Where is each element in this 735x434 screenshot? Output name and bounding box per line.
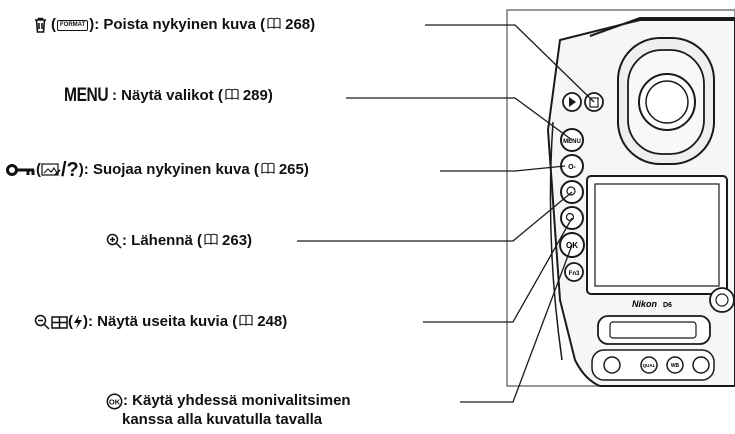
book-icon (261, 160, 275, 180)
callout-ok-line2: kanssa alla kuvatulla tavalla (122, 411, 322, 428)
zoom-in-icon (106, 233, 122, 249)
ok-icon: OK (106, 393, 123, 410)
leader-thumbnail (423, 218, 572, 322)
menu-symbol: MENU (64, 86, 108, 106)
zoom-out-thumbnail-icon (34, 314, 68, 330)
format-icon: FORMAT (57, 20, 88, 31)
retouch-icon (41, 163, 61, 177)
leader-protect (440, 166, 565, 171)
callout-zoom-in: : Lähennä ( 263 ) (106, 231, 252, 251)
leader-delete (425, 25, 594, 102)
callout-thumbnail: ( ): Näytä useita kuvia ( 248 ) (34, 312, 287, 332)
callout-protect: ( /? ): Suojaa nykyinen kuva ( 265 ) (6, 160, 309, 180)
callout-delete: ( FORMAT ): Poista nykyinen kuva ( 268 ) (34, 15, 315, 35)
book-icon (204, 231, 218, 251)
book-icon (239, 312, 253, 332)
key-icon (6, 162, 36, 178)
book-icon (267, 15, 281, 35)
leader-menu (346, 98, 572, 140)
book-icon (225, 86, 239, 106)
trash-icon (34, 17, 47, 33)
callout-menu: MENU : Näytä valikot ( 289 ) (64, 86, 273, 106)
leader-zoom (297, 192, 572, 241)
svg-text:OK: OK (109, 397, 121, 406)
leader-ok (460, 245, 572, 402)
flash-icon (73, 314, 83, 330)
callout-ok: OK : Käytä yhdessä monivalitsimen (106, 391, 351, 411)
